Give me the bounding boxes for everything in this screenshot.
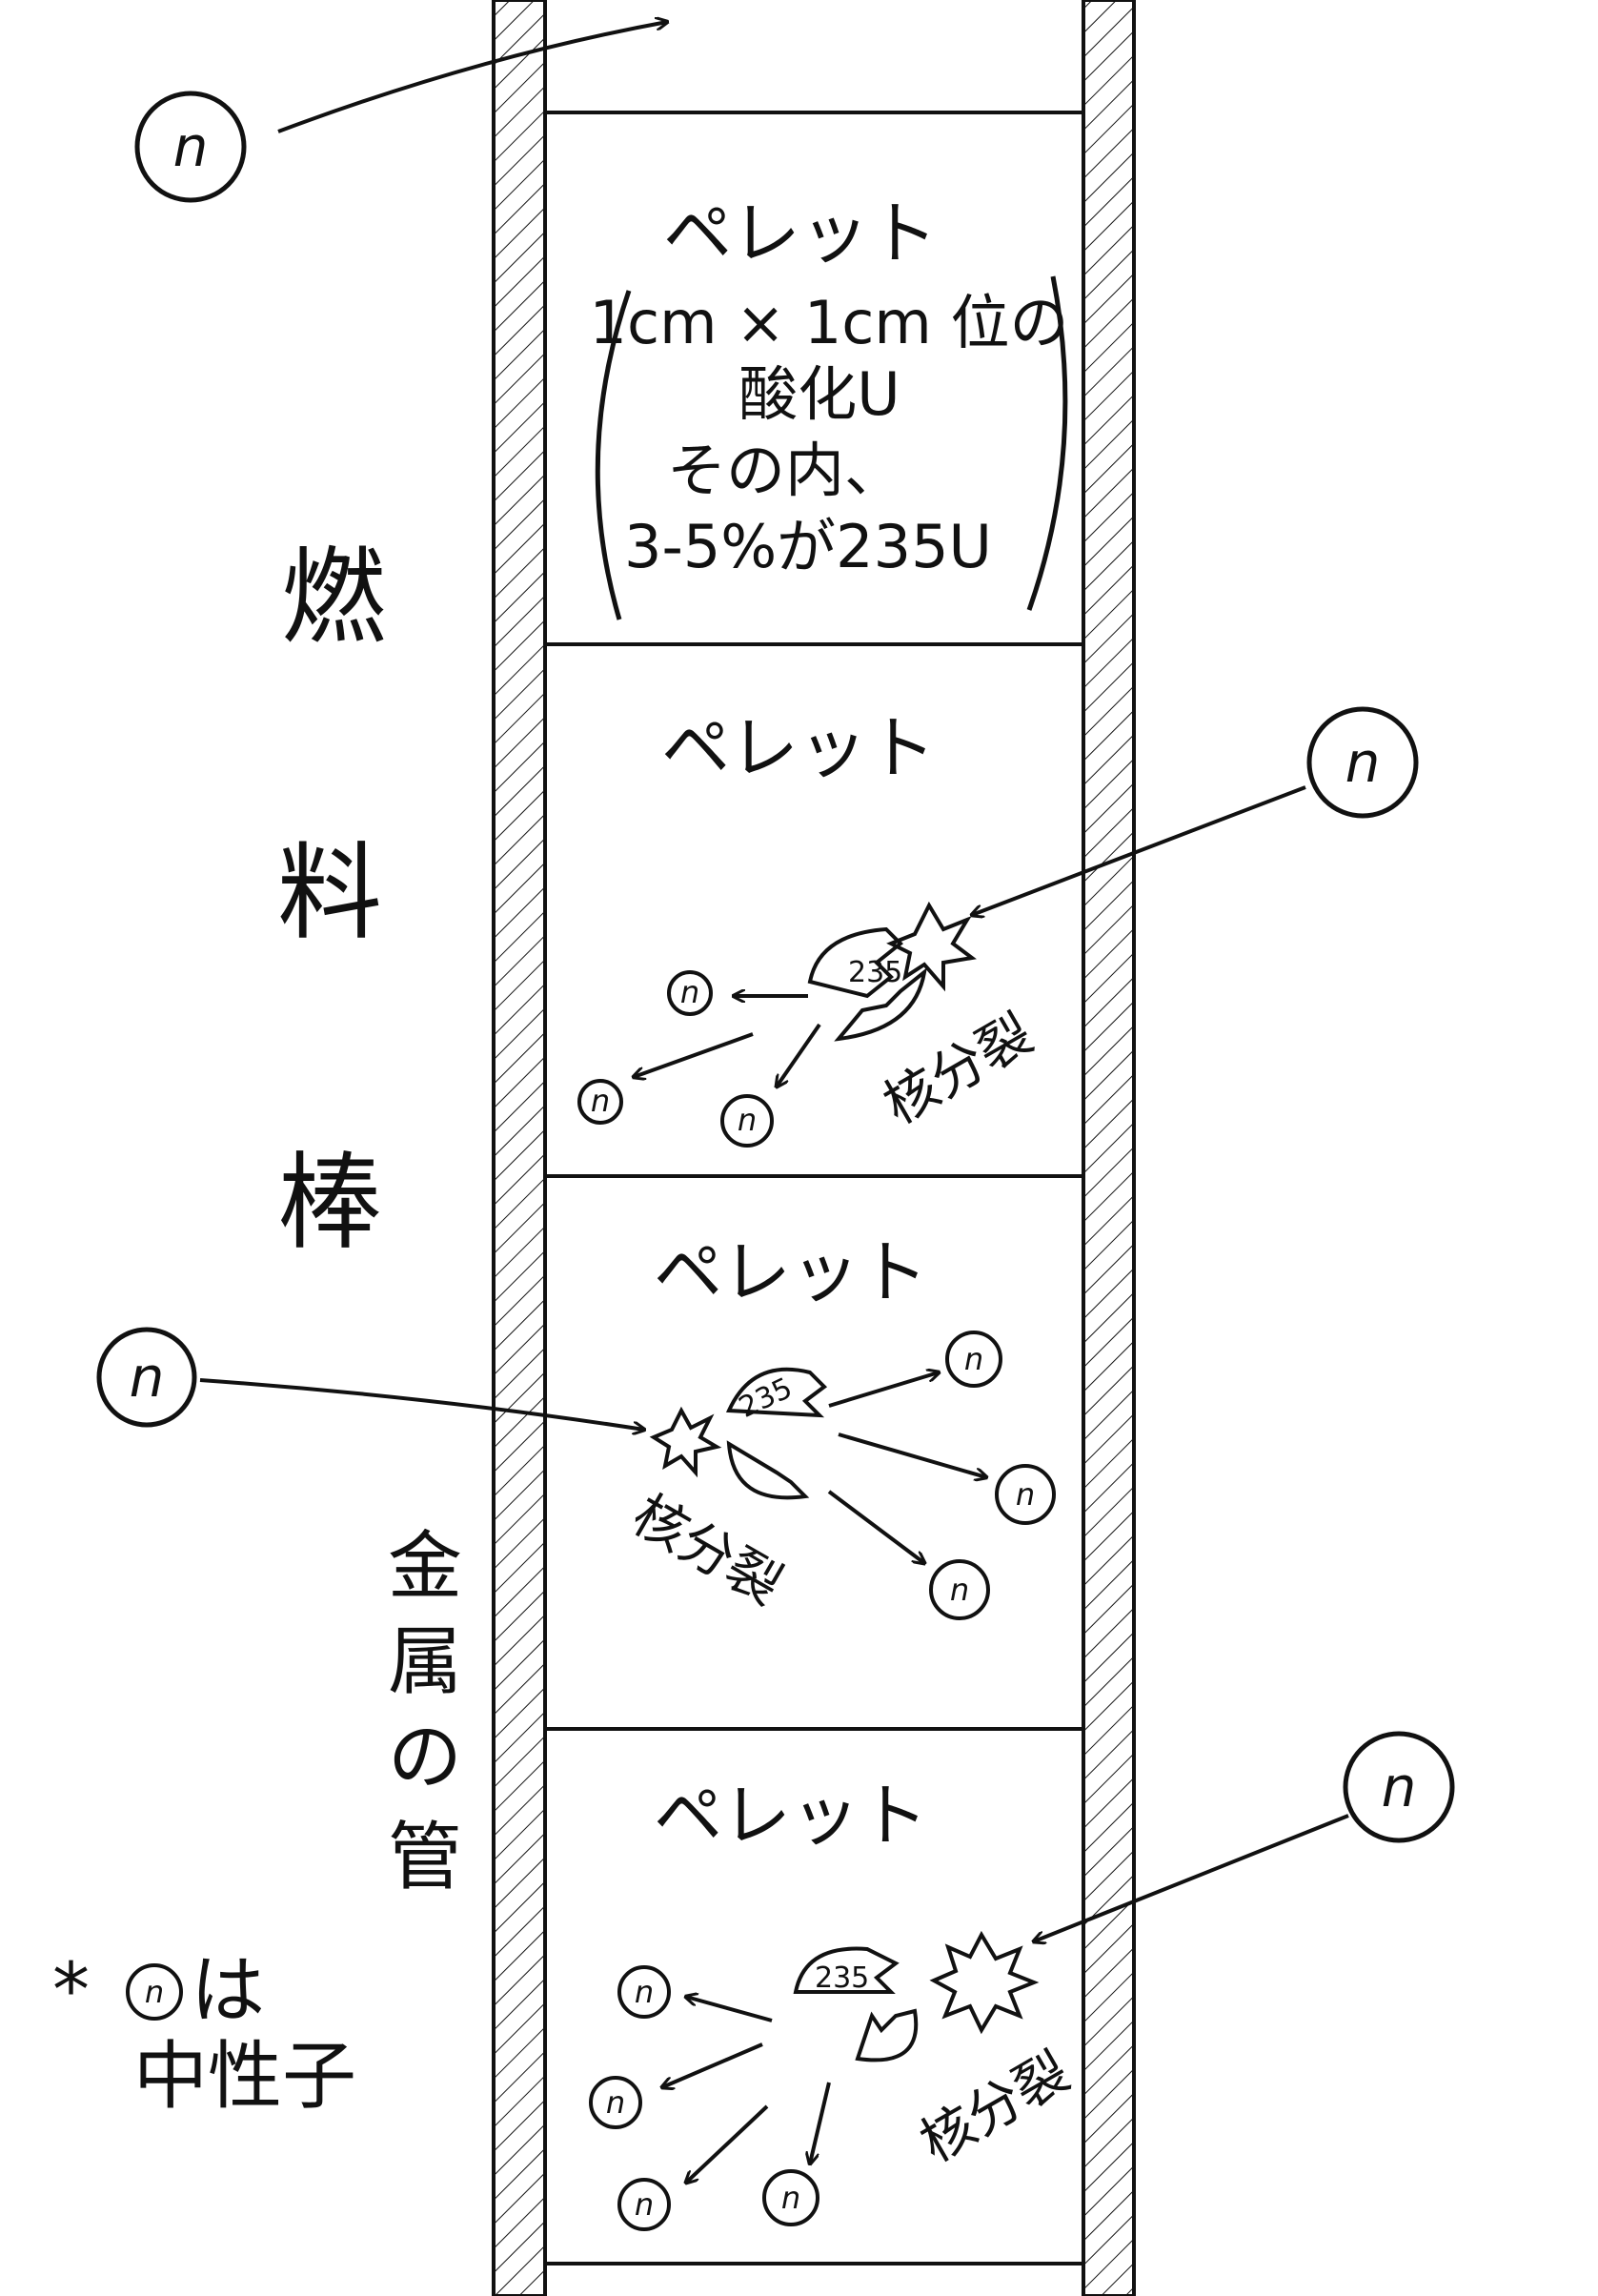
fuel-rod-title: 燃 料 棒 xyxy=(277,537,386,1264)
legend-neutron-symbol: n xyxy=(145,1974,164,2010)
svg-text:n: n xyxy=(950,1572,969,1608)
title-char: 燃 xyxy=(281,537,386,659)
bracket-right xyxy=(1026,275,1068,611)
pellet-note-line: その内、 xyxy=(667,436,903,505)
arrow xyxy=(277,22,667,133)
svg-text:n: n xyxy=(1016,1476,1035,1513)
neutron-small: n xyxy=(995,1464,1056,1525)
arrow xyxy=(838,1432,986,1477)
pellet-note-line: 酸化U xyxy=(738,359,900,429)
neutron-small: n xyxy=(589,2076,642,2129)
fission-label: 核分裂 xyxy=(910,2042,1080,2175)
pellet-note-line: 3-5%が235U xyxy=(624,512,992,581)
pellet-note-line: 1cm × 1cm 位の xyxy=(590,288,1069,357)
neutron-small: n xyxy=(617,1965,671,2019)
arrow xyxy=(686,1997,773,2022)
legend-text: 中性子 xyxy=(133,2034,356,2120)
neutron-circle xyxy=(1343,1731,1455,1843)
fission-label: 核分裂 xyxy=(874,1003,1043,1136)
svg-text:n: n xyxy=(781,2180,800,2216)
neutron-incoming-top: n xyxy=(134,22,667,203)
svg-text:n: n xyxy=(606,2084,625,2121)
neutron-label: n xyxy=(1345,730,1381,795)
pellet-label: ペレット xyxy=(661,708,936,788)
fission-label: 核分裂 xyxy=(622,1484,792,1617)
legend-asterisk: * xyxy=(52,1948,90,2034)
isotope-label: 235 xyxy=(815,1961,869,1995)
legend-text: は xyxy=(191,1948,265,2034)
impact-star-icon xyxy=(649,1406,722,1478)
svg-text:n: n xyxy=(635,1974,654,2010)
neutron-label: n xyxy=(130,1345,165,1410)
neutron-small: n xyxy=(667,970,713,1016)
arrow xyxy=(972,785,1306,915)
pellet-4: ペレット n 235 n n n n 核分裂 xyxy=(589,1731,1455,2231)
pellet-3: ペレット n 235 n n n 核分裂 xyxy=(96,1232,1056,1620)
impact-star-icon xyxy=(886,901,977,992)
arrow xyxy=(199,1378,644,1430)
isotope-label: 235 xyxy=(734,1372,798,1425)
svg-text:n: n xyxy=(964,1341,983,1377)
pellet-2: ペレット n 235 n n n 核分裂 xyxy=(577,706,1419,1148)
bracket-left xyxy=(595,290,632,620)
title-char: 料 xyxy=(277,832,382,954)
arrow xyxy=(828,1372,939,1408)
pellet-label: ペレット xyxy=(654,1232,928,1312)
tube-label-char: 管 xyxy=(388,1815,462,1900)
title-char: 棒 xyxy=(277,1142,382,1264)
svg-text:n: n xyxy=(680,974,699,1010)
arrow xyxy=(827,1490,924,1563)
nucleus-fragment xyxy=(855,2008,919,2062)
neutron-small: n xyxy=(762,2169,819,2226)
legend-neutron-circle xyxy=(126,1963,183,2021)
neutron-small: n xyxy=(929,1559,990,1620)
nucleus-fragment xyxy=(726,1440,810,1500)
arrow xyxy=(686,2104,769,2183)
neutron-small: n xyxy=(577,1079,623,1125)
arrow xyxy=(662,2042,763,2087)
svg-text:n: n xyxy=(635,2186,654,2223)
tube-wall-left xyxy=(492,0,547,2296)
arrow xyxy=(634,1032,754,1077)
arrow xyxy=(810,2082,831,2164)
nucleus-fragment xyxy=(725,1367,828,1418)
neutron-label: n xyxy=(173,114,209,179)
metal-tube-label: 金 属 の 管 xyxy=(388,1524,462,1900)
tube-label-char: 属 xyxy=(388,1619,462,1705)
neutron-circle xyxy=(1306,706,1419,819)
tube-wall-right xyxy=(1082,0,1136,2296)
pellet-label: ペレット xyxy=(663,193,938,274)
nucleus-fragment xyxy=(793,1946,900,1994)
arrow xyxy=(777,1023,821,1087)
neutron-label: n xyxy=(1382,1755,1417,1819)
pellet-label: ペレット xyxy=(654,1776,928,1856)
arrow xyxy=(1034,1814,1349,1941)
svg-text:n: n xyxy=(591,1083,610,1119)
isotope-label: 235 xyxy=(848,956,902,989)
pellet-1: ペレット 1cm × 1cm 位の 酸化U その内、 3-5%が235U xyxy=(590,193,1069,620)
pellet-dividers xyxy=(545,111,1083,2266)
impact-star-icon xyxy=(929,1930,1040,2035)
neutron-small: n xyxy=(945,1331,1002,1388)
nucleus-fragment xyxy=(807,926,903,999)
neutron-circle xyxy=(96,1327,197,1428)
neutron-small: n xyxy=(720,1094,774,1148)
tube-label-char: の xyxy=(388,1715,462,1800)
nucleus-fragment xyxy=(834,967,927,1042)
tube-label-char: 金 xyxy=(388,1524,462,1610)
svg-text:n: n xyxy=(738,1102,757,1138)
neutron-small: n xyxy=(617,2178,671,2231)
legend: * n は 中性子 xyxy=(52,1948,356,2120)
